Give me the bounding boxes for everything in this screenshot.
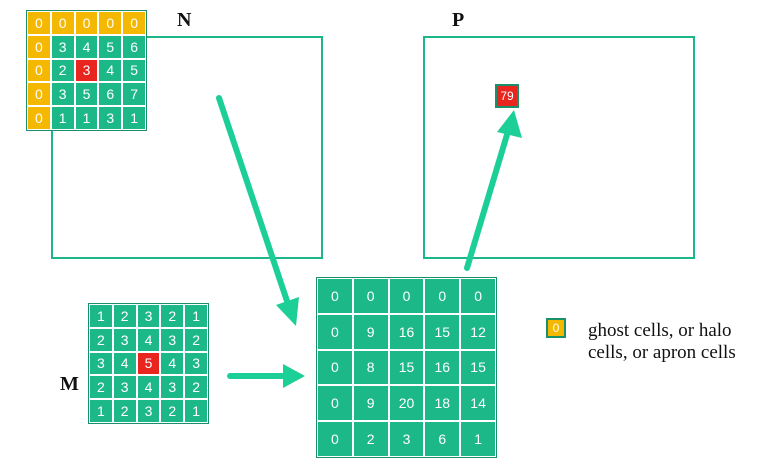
n-grid-cell: 3 xyxy=(50,34,75,59)
n-grid-cell: 4 xyxy=(74,34,99,59)
m-grid-cell: 4 xyxy=(136,375,161,400)
n-grid-cell: 3 xyxy=(74,58,99,83)
m-grid-cell: 1 xyxy=(89,399,113,423)
n-grid-cell: 1 xyxy=(122,106,146,130)
product-grid-cell: 16 xyxy=(388,313,425,350)
n-matrix-frame xyxy=(51,36,323,259)
m-grid-cell: 4 xyxy=(136,327,161,352)
product-grid-cell: 12 xyxy=(460,313,496,350)
n-grid-cell: 6 xyxy=(122,34,146,59)
n-grid-cell: 0 xyxy=(27,82,51,107)
n-grid-cell: 0 xyxy=(74,11,99,35)
m-grid-cell: 3 xyxy=(136,304,161,328)
product-grid-cell: 15 xyxy=(460,349,496,386)
product-grid-cell: 2 xyxy=(352,421,389,457)
n-grid-cell: 0 xyxy=(50,11,75,35)
n-grid-cell: 0 xyxy=(27,11,51,35)
product-grid-cell: 0 xyxy=(317,385,353,422)
product-grid-cell: 16 xyxy=(424,349,461,386)
m-grid-cell: 2 xyxy=(184,327,208,352)
product-grid-cell: 20 xyxy=(388,385,425,422)
m-grid-cell: 2 xyxy=(184,375,208,400)
product-grid-cell: 0 xyxy=(317,349,353,386)
legend-text: ghost cells, or halo cells, or apron cel… xyxy=(588,320,736,364)
legend-text-line2: cells, or apron cells xyxy=(588,342,736,363)
product-grid-cell: 3 xyxy=(388,421,425,457)
n-label: N xyxy=(177,9,192,31)
n-grid-cell: 0 xyxy=(27,106,51,130)
product-grid-cell: 14 xyxy=(460,385,496,422)
m-grid-cell: 3 xyxy=(160,375,185,400)
product-grid-cell: 18 xyxy=(424,385,461,422)
m-grid-cell: 3 xyxy=(89,351,113,376)
legend-text-line1: ghost cells, or halo xyxy=(588,320,732,341)
product-grid-cell: 0 xyxy=(388,278,425,314)
m-grid-cell: 3 xyxy=(184,351,208,376)
n-grid-cell: 0 xyxy=(27,34,51,59)
product-grid-cell: 0 xyxy=(352,278,389,314)
m-grid-cell: 3 xyxy=(136,399,161,423)
p-label: P xyxy=(452,9,465,31)
m-grid-cell: 1 xyxy=(184,304,208,328)
m-grid-cell: 3 xyxy=(160,327,185,352)
m-grid-cell: 5 xyxy=(136,351,161,376)
n-grid-cell: 5 xyxy=(122,58,146,83)
p-output-cell: 79 xyxy=(495,84,519,108)
m-grid-cell: 2 xyxy=(160,399,185,423)
product-grid-cell: 15 xyxy=(424,313,461,350)
product-grid-cell: 9 xyxy=(352,313,389,350)
n-grid-cell: 4 xyxy=(98,58,123,83)
m-grid-cell: 2 xyxy=(112,399,137,423)
m-grid-cell: 2 xyxy=(89,327,113,352)
n-grid-cell: 0 xyxy=(27,58,51,83)
n-grid-cell: 1 xyxy=(74,106,99,130)
product-grid-cell: 0 xyxy=(424,278,461,314)
m-grid-cell: 4 xyxy=(112,351,137,376)
product-grid-cell: 1 xyxy=(460,421,496,457)
legend-ghost-swatch: 0 xyxy=(546,318,566,338)
arrow-m-to-product-head xyxy=(283,364,305,388)
m-grid-cell: 1 xyxy=(89,304,113,328)
product-grid-cell: 6 xyxy=(424,421,461,457)
m-grid-cell: 3 xyxy=(112,375,137,400)
n-grid-cell: 5 xyxy=(98,34,123,59)
product-grid-cell: 0 xyxy=(317,421,353,457)
arrow-n-to-product-head xyxy=(276,297,299,326)
m-grid-cell: 4 xyxy=(160,351,185,376)
n-grid-cell: 6 xyxy=(98,82,123,107)
m-label: M xyxy=(60,373,79,395)
product-grid-cell: 0 xyxy=(317,278,353,314)
n-grid-cell: 3 xyxy=(98,106,123,130)
m-grid-cell: 3 xyxy=(112,327,137,352)
m-grid-cell: 2 xyxy=(112,304,137,328)
n-grid-cell: 3 xyxy=(50,82,75,107)
product-grid-cell: 15 xyxy=(388,349,425,386)
n-grid-cell: 5 xyxy=(74,82,99,107)
p-matrix-frame xyxy=(423,36,695,259)
m-grid-cell: 2 xyxy=(89,375,113,400)
n-grid-cell: 2 xyxy=(50,58,75,83)
n-grid-cell: 1 xyxy=(50,106,75,130)
product-grid-cell: 0 xyxy=(317,313,353,350)
n-grid-cell: 0 xyxy=(122,11,146,35)
product-grid-cell: 8 xyxy=(352,349,389,386)
n-grid-cell: 7 xyxy=(122,82,146,107)
m-grid-cell: 1 xyxy=(184,399,208,423)
m-grid-cell: 2 xyxy=(160,304,185,328)
product-grid-cell: 0 xyxy=(460,278,496,314)
n-grid-cell: 0 xyxy=(98,11,123,35)
product-grid-cell: 9 xyxy=(352,385,389,422)
